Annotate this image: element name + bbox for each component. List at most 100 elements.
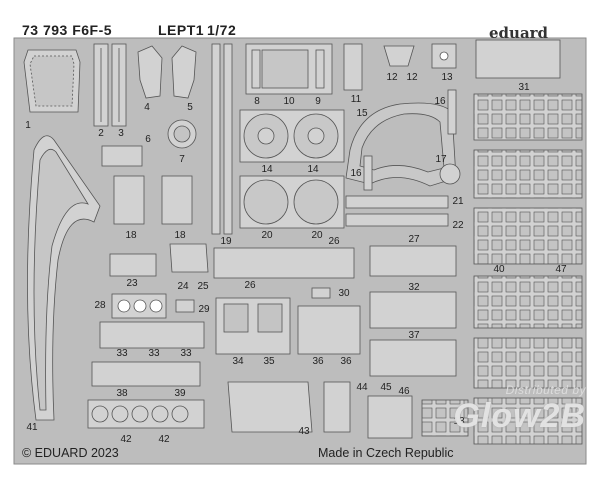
part-number-36: 36 xyxy=(340,356,352,367)
part-43 xyxy=(227,381,313,433)
watermark-line1: Distributed by xyxy=(505,383,586,397)
part-5 xyxy=(171,45,197,99)
part-16-a xyxy=(447,89,457,135)
part-number-29: 29 xyxy=(198,304,210,315)
part-number-16: 16 xyxy=(434,96,446,107)
part-number-45: 45 xyxy=(380,382,392,393)
part-36 xyxy=(297,305,361,355)
part-number-14: 14 xyxy=(261,164,273,175)
part-number-47: 47 xyxy=(555,264,567,275)
part-27 xyxy=(369,245,457,277)
part-number-23: 23 xyxy=(126,278,138,289)
part-47-grid-5 xyxy=(473,337,583,389)
part-30 xyxy=(311,287,331,299)
part-20a xyxy=(243,179,289,225)
part-number-6: 6 xyxy=(145,134,151,145)
part-number-8: 8 xyxy=(254,96,260,107)
part-number-3: 3 xyxy=(118,128,124,139)
part-number-4: 4 xyxy=(144,102,150,113)
part-number-41: 41 xyxy=(26,422,38,433)
part-number-7: 7 xyxy=(179,154,185,165)
part-number-30: 30 xyxy=(338,288,350,299)
part-number-24: 24 xyxy=(177,281,189,292)
part-number-12: 12 xyxy=(386,72,398,83)
watermark-line2: Glow2B xyxy=(453,397,586,435)
part-33 xyxy=(99,321,205,349)
header-code: 73 793 F6F-5 xyxy=(22,22,113,38)
part-number-9: 9 xyxy=(315,96,321,107)
part-24-25 xyxy=(169,243,209,273)
part-32 xyxy=(369,291,457,329)
part-number-31: 31 xyxy=(518,82,530,93)
footer-origin: Made in Czech Republic xyxy=(318,446,454,460)
part-number-43: 43 xyxy=(298,426,310,437)
part-40-grid-2 xyxy=(473,149,583,199)
part-number-26: 26 xyxy=(244,280,256,291)
part-44 xyxy=(323,381,351,433)
part-38-39 xyxy=(91,361,201,387)
part-number-5: 5 xyxy=(187,102,193,113)
part-number-12: 12 xyxy=(406,72,418,83)
part-number-18: 18 xyxy=(174,230,186,241)
part-number-25: 25 xyxy=(197,281,209,292)
part-37 xyxy=(369,339,457,377)
part-number-38: 38 xyxy=(116,388,128,399)
part-18a xyxy=(113,175,145,225)
part-40-grid-1 xyxy=(473,93,583,141)
part-number-42: 42 xyxy=(120,434,132,445)
part-6 xyxy=(101,145,143,167)
part-number-27: 27 xyxy=(408,234,420,245)
part-number-40: 40 xyxy=(493,264,505,275)
part-number-39: 39 xyxy=(174,388,186,399)
part-number-19: 19 xyxy=(220,236,232,247)
part-number-20: 20 xyxy=(311,230,323,241)
part-16-b xyxy=(363,155,373,191)
part-4 xyxy=(137,45,163,99)
part-number-17: 17 xyxy=(435,154,447,165)
part-21 xyxy=(345,195,449,209)
part-number-2: 2 xyxy=(98,128,104,139)
part-number-33: 33 xyxy=(116,348,128,359)
part-29 xyxy=(175,299,195,313)
part-number-20: 20 xyxy=(261,230,273,241)
part-number-46: 46 xyxy=(398,386,410,397)
part-number-35: 35 xyxy=(263,356,275,367)
part-number-1: 1 xyxy=(25,120,31,131)
part-number-34: 34 xyxy=(232,356,244,367)
footer-copyright: © EDUARD 2023 xyxy=(22,446,119,460)
part-number-33: 33 xyxy=(148,348,160,359)
part-number-13: 13 xyxy=(453,416,465,427)
part-12 xyxy=(383,45,415,67)
part-11 xyxy=(343,43,363,91)
header-set: LEPT1 xyxy=(158,22,205,38)
part-40-grid-3 xyxy=(473,207,583,265)
part-number-26: 26 xyxy=(328,236,340,247)
part-number-32: 32 xyxy=(408,282,420,293)
part-number-14: 14 xyxy=(307,164,319,175)
part-number-33: 33 xyxy=(180,348,192,359)
part-number-16: 16 xyxy=(350,168,362,179)
part-number-28: 28 xyxy=(94,300,106,311)
part-number-10: 10 xyxy=(283,96,295,107)
part-47-grid-4 xyxy=(473,275,583,329)
brand-logo: eduard xyxy=(489,24,549,42)
part-45-46 xyxy=(367,395,413,439)
part-number-37: 37 xyxy=(408,330,420,341)
part-number-18: 18 xyxy=(125,230,137,241)
part-22 xyxy=(345,213,449,227)
part-31 xyxy=(475,39,561,79)
part-number-22: 22 xyxy=(452,220,464,231)
watermark: Distributed by Glow2B xyxy=(453,383,586,436)
part-number-36: 36 xyxy=(312,356,324,367)
part-number-13: 13 xyxy=(441,72,453,83)
part-13-grid xyxy=(421,399,469,437)
part-number-21: 21 xyxy=(452,196,464,207)
part-number-44: 44 xyxy=(356,382,368,393)
part-20b xyxy=(293,179,339,225)
part-23 xyxy=(109,253,157,277)
part-18b xyxy=(161,175,193,225)
part-number-15: 15 xyxy=(356,108,368,119)
header-scale: 1/72 xyxy=(207,22,237,38)
